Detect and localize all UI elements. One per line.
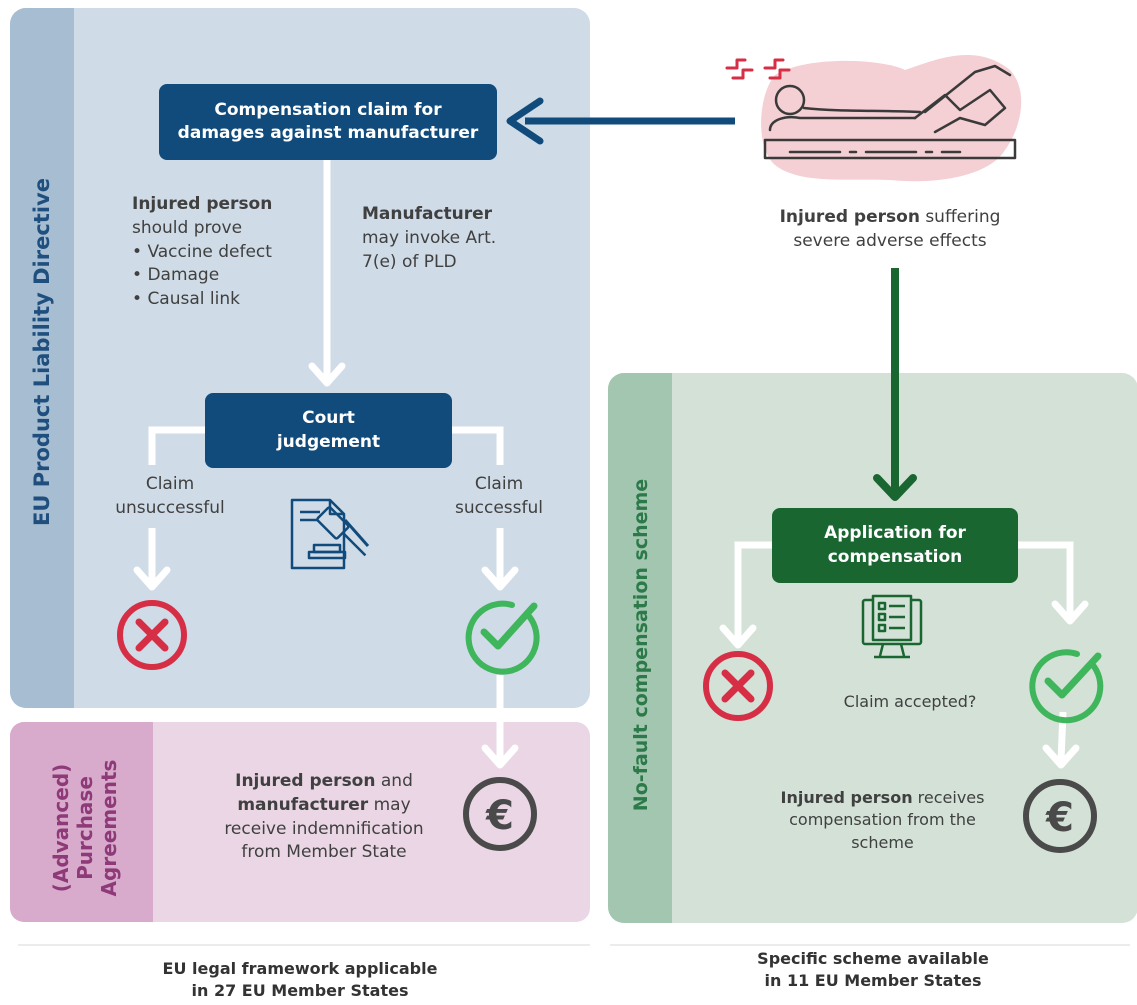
indemn-line4: from Member State (241, 842, 407, 863)
nfc-side-band (608, 373, 672, 923)
manufacturer-text-line2: 7(e) of PLD (362, 251, 457, 272)
arrow-patient-to-claim (506, 97, 735, 145)
proof-item: Vaccine defect (132, 241, 312, 265)
gavel-document-icon (290, 498, 370, 570)
claim-box-line2: damages against manufacturer (177, 123, 479, 143)
indemn-line1-rest: and (375, 771, 413, 791)
indemn-line2-bold: manufacturer (237, 794, 369, 815)
proof-item: Causal link (132, 288, 312, 312)
check-circle-icon (1029, 649, 1104, 724)
euro-coin-icon: € (1023, 779, 1097, 853)
claim-unsuccessful-label: Claim unsuccessful (115, 473, 225, 521)
indemn-line3: receive indemnification (224, 818, 424, 839)
successful-line2: successful (455, 497, 543, 518)
patient-caption-line2: severe adverse effects (793, 230, 987, 251)
proof-item: Damage (132, 264, 312, 288)
claim-box: Compensation claim for damages against m… (159, 84, 497, 160)
application-branch-right (1018, 541, 1089, 625)
receives-rest: receives (912, 788, 985, 807)
receives-compensation-text: Injured person receives compensation fro… (740, 787, 1025, 854)
patient-in-bed-icon (725, 55, 1022, 182)
manufacturer-heading: Manufacturer (362, 204, 493, 224)
no-fault-panel (608, 373, 1137, 923)
court-judgement-box: Court judgement (205, 393, 452, 468)
indemn-line1-bold: Injured person (235, 771, 376, 791)
footer-right-line1: Specific scheme available (757, 949, 989, 968)
purchase-agreements-panel (10, 722, 590, 922)
application-box: Application for compensation (772, 508, 1018, 583)
arrow-patient-to-application (873, 268, 917, 501)
injured-sub: should prove (132, 217, 243, 238)
claim-successful-label: Claim successful (440, 473, 558, 521)
footer-left-line1: EU legal framework applicable (162, 959, 438, 978)
claim-accepted-label: Claim accepted? (843, 692, 977, 711)
injured-person-proof: Injured person should prove Vaccine defe… (132, 193, 312, 312)
unsuccessful-line1: Claim (145, 474, 195, 494)
footer-left: EU legal framework applicable in 27 EU M… (10, 958, 590, 1001)
indemn-line2: manufacturer may (190, 794, 458, 818)
indemnification-text: Injured person and manufacturer may rece… (190, 770, 458, 865)
footer-right-line2: in 11 EU Member States (764, 970, 982, 990)
indemn-line1: Injured person and (190, 770, 458, 794)
court-line1: Court (302, 407, 355, 428)
application-branch-left (719, 541, 772, 649)
successful-line1: Claim (474, 474, 524, 494)
arrow-success-to-euro (481, 675, 519, 769)
euro-coin-icon: € (463, 777, 537, 851)
manufacturer-note: Manufacturer may invoke Art. 7(e) of PLD (362, 203, 537, 274)
apa-side-band (10, 722, 153, 922)
proof-list: Vaccine defect Damage Causal link (132, 241, 312, 312)
patient-caption-line1: Injured person suffering (740, 206, 1040, 230)
patient-bold: Injured person (779, 207, 920, 227)
x-circle-icon (117, 600, 187, 670)
court-branch-left (133, 426, 205, 591)
check-circle-icon (465, 600, 540, 675)
court-branch-right (452, 426, 519, 591)
footer-right: Specific scheme available in 11 EU Membe… (608, 948, 1137, 991)
arrow-claim-to-court (308, 160, 346, 387)
footer-left-line2: in 27 EU Member States (191, 980, 409, 1000)
unsuccessful-line2: unsuccessful (115, 497, 225, 518)
svg-text:€: € (485, 793, 514, 839)
receives-line1: Injured person receives (740, 787, 1025, 809)
indemn-line2-rest: may (368, 794, 411, 815)
pld-side-band (10, 8, 74, 708)
patient-caption: Injured person suffering severe adverse … (740, 206, 1040, 254)
application-line1: Application for (824, 522, 966, 543)
manufacturer-text-line1: may invoke Art. (362, 227, 497, 248)
svg-text:€: € (1045, 795, 1074, 841)
x-circle-icon (703, 651, 773, 721)
application-line2: compensation (827, 546, 963, 567)
receives-bold: Injured person (780, 788, 913, 807)
receives-line2: compensation from the (789, 810, 976, 830)
injured-heading: Injured person (132, 194, 273, 214)
court-line2: judgement (276, 431, 381, 452)
checklist-monitor-icon (861, 594, 923, 659)
receives-line3: scheme (851, 832, 914, 852)
claim-box-line1: Compensation claim for (214, 100, 442, 121)
patient-rest: suffering (919, 207, 1001, 227)
